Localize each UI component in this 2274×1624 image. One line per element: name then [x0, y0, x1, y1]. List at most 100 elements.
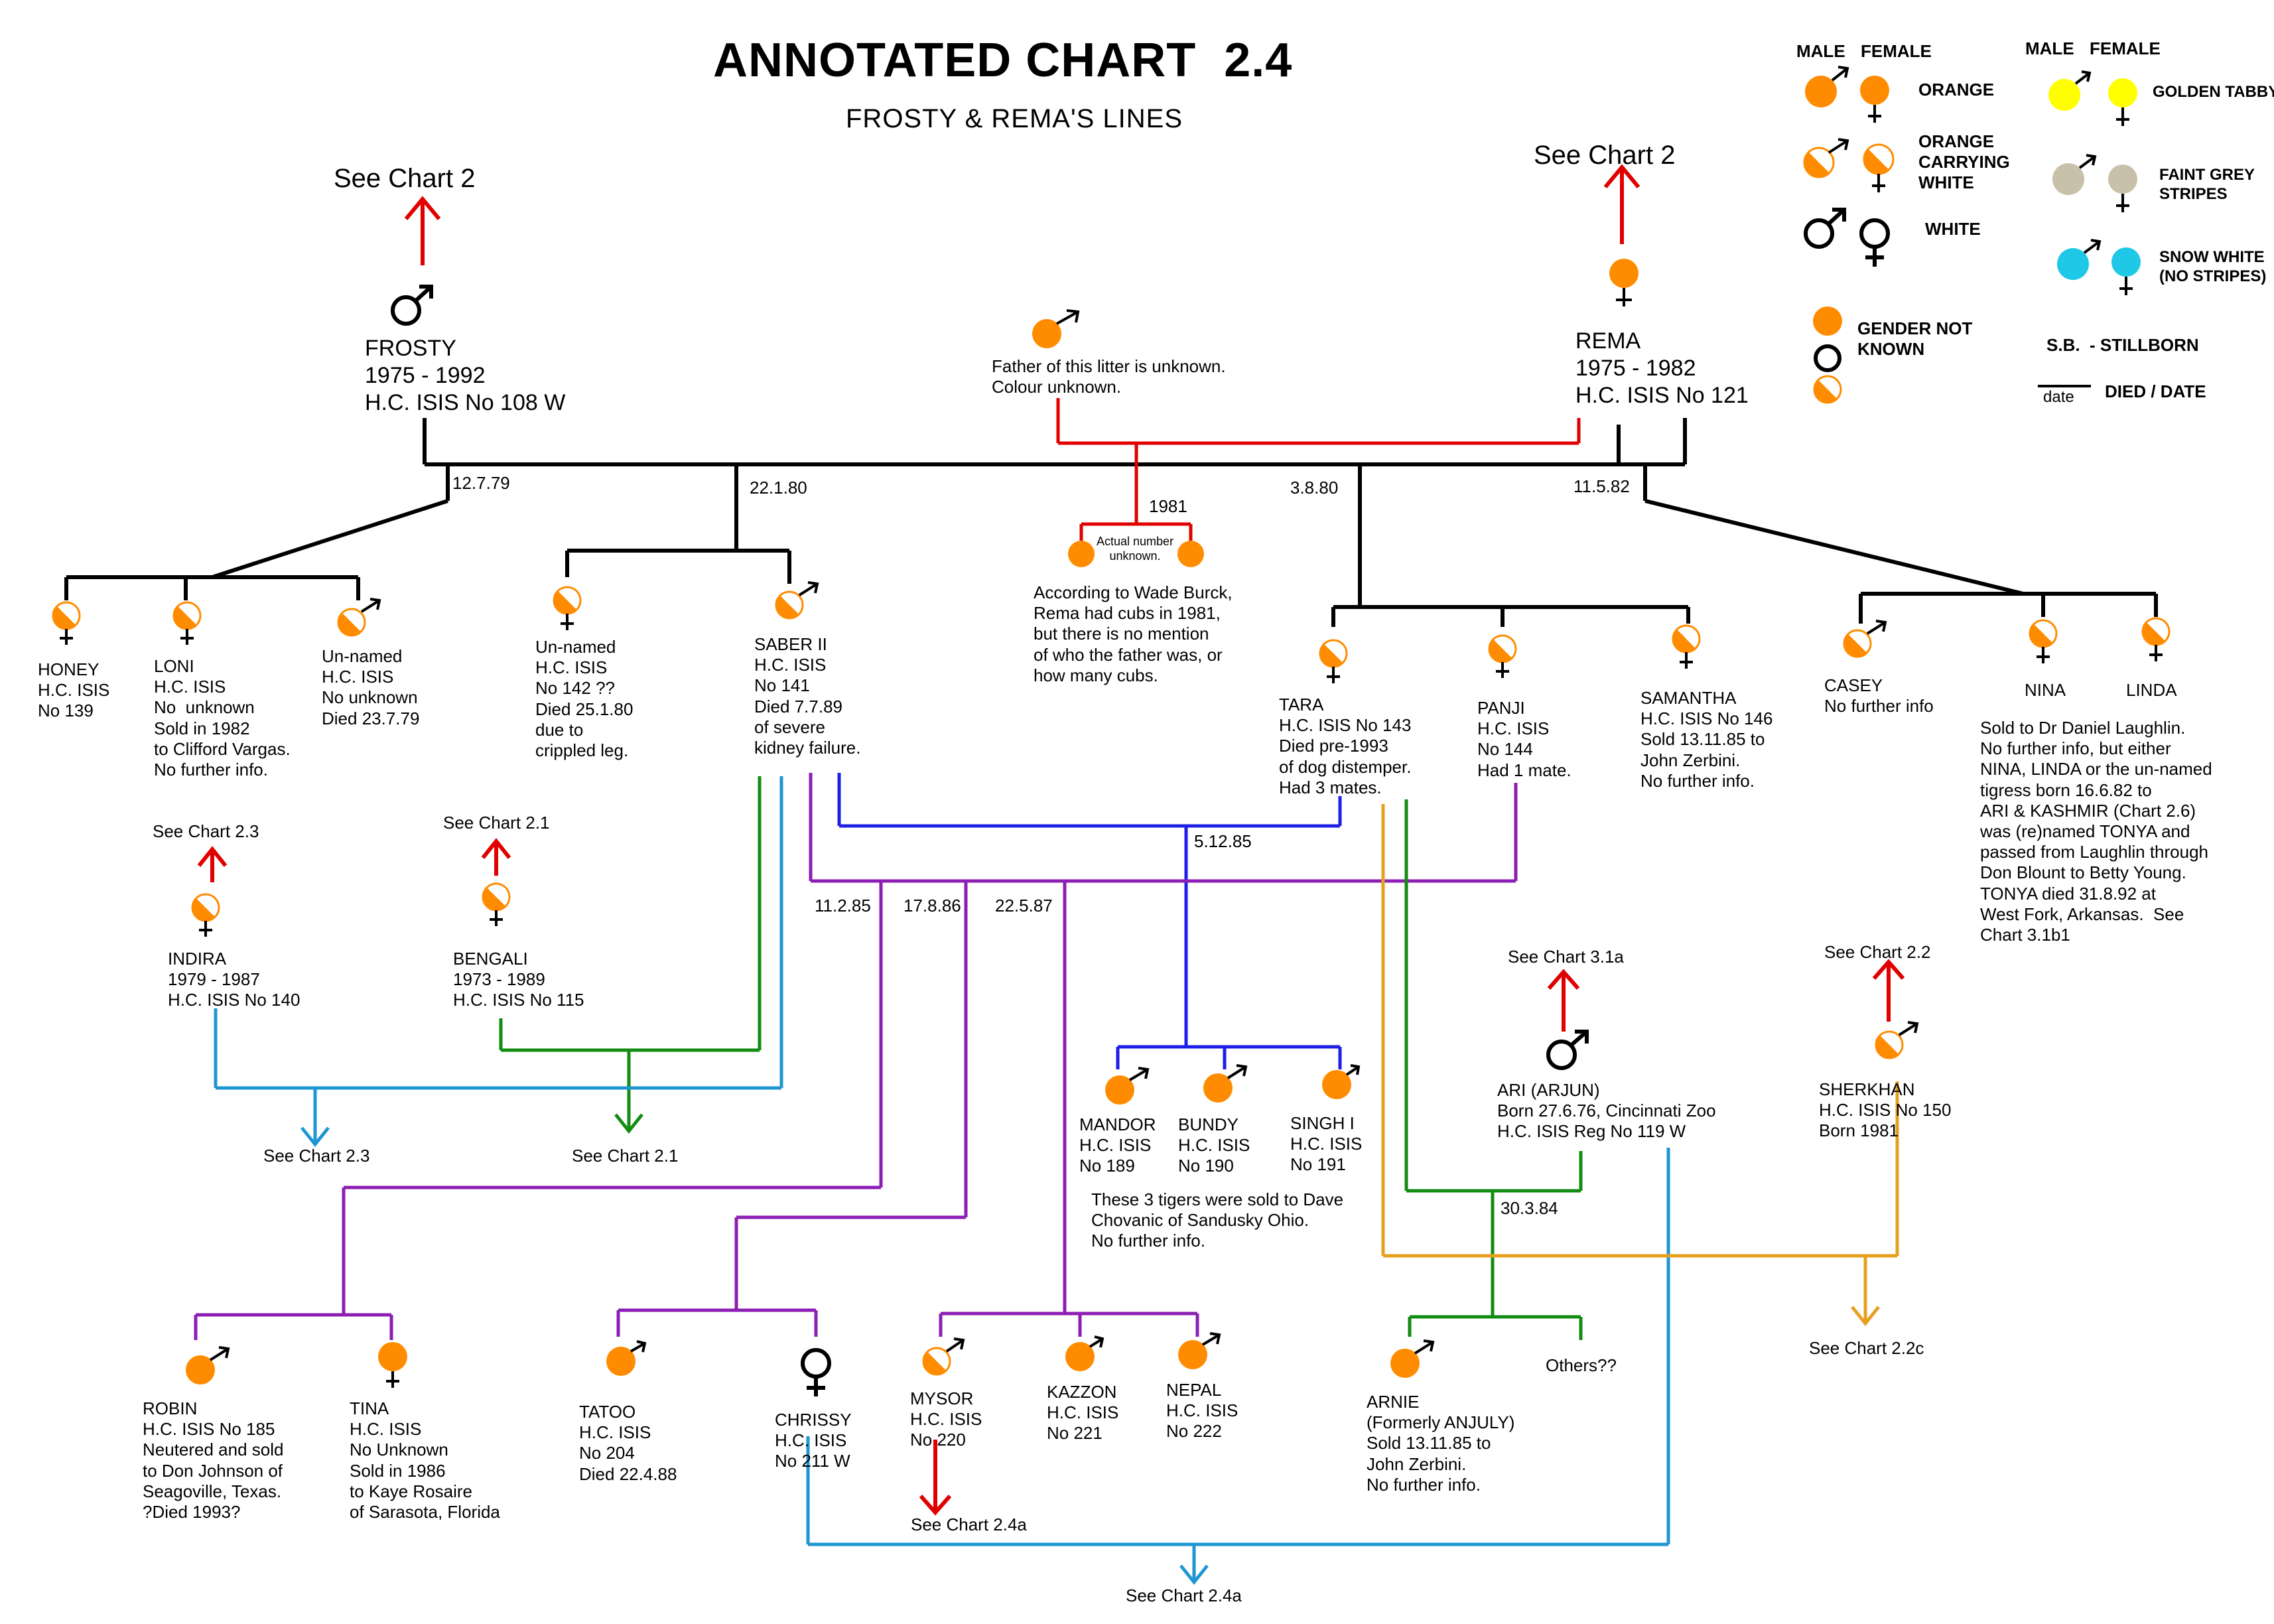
legend-white: WHITE [1925, 219, 1981, 239]
samantha-label: SAMANTHA H.C. ISIS No 146 Sold 13.11.85 … [1640, 688, 1773, 791]
see-chart-2-3-top[interactable]: See Chart 2.3 [153, 821, 259, 841]
date-22-1-80: 22.1.80 [750, 478, 807, 498]
mandor-label: MANDOR H.C. ISIS No 189 [1079, 1115, 1156, 1176]
robin-label: ROBIN H.C. ISIS No 185 Neutered and sold… [143, 1398, 284, 1522]
sherkhan-label: SHERKHAN H.C. ISIS No 150 Born 1981 [1819, 1079, 1952, 1141]
nina-linda-note: Sold to Dr Daniel Laughlin. No further i… [1980, 718, 2212, 945]
singh-symbol [1322, 1064, 1361, 1099]
see-chart-3-1a[interactable]: See Chart 3.1a [1508, 947, 1624, 967]
ari-label: ARI (ARJUN) Born 27.6.76, Cincinnati Zoo… [1497, 1080, 1716, 1142]
saber-label: SABER II H.C. ISIS No 141 Died 7.7.89 of… [754, 634, 861, 758]
loni-label: LONI H.C. ISIS No unknown Sold in 1982 t… [154, 656, 291, 779]
see-chart-2-3-bottom[interactable]: See Chart 2.3 [263, 1146, 370, 1166]
nina-symbol [2029, 619, 2058, 663]
linda-label: LINDA [2126, 680, 2177, 700]
nina-label: NINA [2025, 680, 2066, 700]
legend-faint-grey: FAINT GREY STRIPES [2159, 166, 2255, 203]
honey-label: HONEY H.C. ISIS No 139 [38, 659, 110, 721]
chrissy-symbol [801, 1348, 831, 1396]
legend-golden-tabby: GOLDEN TABBY [2153, 83, 2274, 101]
legend-orange: ORANGE [1918, 80, 1995, 100]
actual-number-unknown: Actual number unknown. [1097, 535, 1174, 563]
bengali-label: BENGALI 1973 - 1989 H.C. ISIS No 115 [453, 949, 584, 1010]
see-chart-2-2c[interactable]: See Chart 2.2c [1809, 1338, 1924, 1358]
unnamed2-label: Un-named H.C. ISIS No 142 ?? Died 25.1.8… [535, 637, 634, 760]
mandor-symbol [1105, 1067, 1150, 1105]
tara-label: TARA H.C. ISIS No 143 Died pre-1993 of d… [1279, 695, 1412, 797]
legend-symbols [1803, 66, 2141, 404]
date-30-3-84: 30.3.84 [1501, 1198, 1558, 1218]
indira-label: INDIRA 1979 - 1987 H.C. ISIS No 140 [168, 949, 301, 1010]
unnamed2-symbol [553, 586, 582, 630]
casey-symbol [1843, 620, 1887, 658]
singh-label: SINGH I H.C. ISIS No 191 [1290, 1113, 1363, 1175]
casey-label: CASEY No further info [1824, 675, 1934, 716]
tina-symbol [378, 1342, 407, 1388]
robin-symbol [186, 1346, 230, 1385]
legend-snow-white: SNOW WHITE (NO STRIPES) [2159, 248, 2267, 285]
legend-stillborn: S.B. - STILLBORN [2046, 335, 2199, 355]
date-5-12-85: 5.12.85 [1194, 831, 1252, 851]
tatoo-label: TATOO H.C. ISIS No 204 Died 22.4.88 [579, 1402, 677, 1484]
rema-label: REMA 1975 - 1982 H.C. ISIS No 121 [1575, 328, 1749, 408]
samantha-symbol [1672, 624, 1701, 669]
mysor-symbol [922, 1337, 965, 1376]
arnie-symbol [1390, 1339, 1435, 1378]
nepal-symbol [1178, 1332, 1221, 1369]
legend-male-header-2: MALE [2025, 38, 2074, 58]
see-chart-2-2[interactable]: See Chart 2.2 [1824, 942, 1931, 962]
unnamed1-symbol [337, 598, 381, 637]
indira-symbol [191, 893, 220, 937]
date-3-8-80: 3.8.80 [1290, 478, 1339, 498]
see-chart-2-4a-mid[interactable]: See Chart 2.4a [911, 1515, 1027, 1534]
cub-1981-a [1068, 541, 1095, 567]
wade-burck-note: According to Wade Burck, Rema had cubs i… [1034, 582, 1233, 685]
page-subtitle: FROSTY & REMA'S LINES [846, 104, 1183, 133]
kazzon-symbol [1065, 1335, 1104, 1371]
date-1981: 1981 [1149, 496, 1187, 516]
linda-symbol [2141, 617, 2171, 661]
ari-symbol [1546, 1030, 1589, 1070]
rema-symbol [1609, 259, 1639, 306]
bundy-label: BUNDY H.C. ISIS No 190 [1178, 1115, 1250, 1176]
see-chart-2-right[interactable]: See Chart 2 [1534, 141, 1676, 170]
see-chart-2-1-top[interactable]: See Chart 2.1 [443, 813, 550, 833]
date-22-5-87: 22.5.87 [995, 896, 1053, 915]
legend-orange-carrying-white: ORANGE CARRYING WHITE [1918, 131, 2010, 193]
legend-date-word: date [2043, 388, 2074, 406]
date-17-8-86: 17.8.86 [903, 896, 961, 915]
unnamed1-label: Un-named H.C. ISIS No unknown Died 23.7.… [322, 646, 420, 728]
see-chart-2-1-bottom[interactable]: See Chart 2.1 [572, 1146, 679, 1166]
legend-died-date: DIED / DATE [2105, 381, 2206, 401]
chrissy-label: CHRISSY H.C. ISIS No 211 W [775, 1410, 852, 1471]
loni-symbol [172, 601, 202, 645]
sherkhan-symbol [1875, 1021, 1919, 1059]
tatoo-symbol [606, 1340, 647, 1376]
legend-male-header: MALE [1796, 41, 1845, 61]
mysor-label: MYSOR H.C. ISIS No 220 [910, 1388, 982, 1450]
date-11-5-82: 11.5.82 [1573, 476, 1630, 496]
nepal-label: NEPAL H.C. ISIS No 222 [1166, 1380, 1238, 1442]
frosty-label: FROSTY 1975 - 1992 H.C. ISIS No 108 W [365, 336, 566, 415]
bundy-symbol [1203, 1064, 1248, 1103]
unknown-father-label: Father of this litter is unknown. Colour… [992, 356, 1226, 397]
see-chart-2-left[interactable]: See Chart 2 [334, 164, 476, 193]
tara-symbol [1319, 639, 1348, 683]
tina-label: TINA H.C. ISIS No Unknown Sold in 1986 t… [350, 1398, 500, 1522]
see-chart-2-4a-bottom[interactable]: See Chart 2.4a [1126, 1586, 1242, 1605]
unknown-father-symbol [1032, 309, 1080, 348]
saber-symbol [775, 581, 819, 620]
three-tigers-note: These 3 tigers were sold to Dave Chovani… [1091, 1189, 1344, 1251]
page-title: ANNOTATED CHART 2.4 [713, 34, 1293, 87]
arnie-label: ARNIE (Formerly ANJULY) Sold 13.11.85 to… [1367, 1392, 1515, 1495]
legend-female-header: FEMALE [1861, 41, 1932, 61]
frosty-symbol [391, 285, 433, 326]
cub-1981-b [1177, 541, 1204, 567]
bengali-symbol [482, 882, 511, 926]
legend-female-header-2: FEMALE [2090, 38, 2161, 58]
panji-label: PANJI H.C. ISIS No 144 Had 1 mate. [1477, 698, 1572, 780]
panji-symbol [1488, 634, 1517, 678]
date-11-2-85: 11.2.85 [815, 896, 871, 915]
others-label: Others?? [1546, 1355, 1617, 1375]
